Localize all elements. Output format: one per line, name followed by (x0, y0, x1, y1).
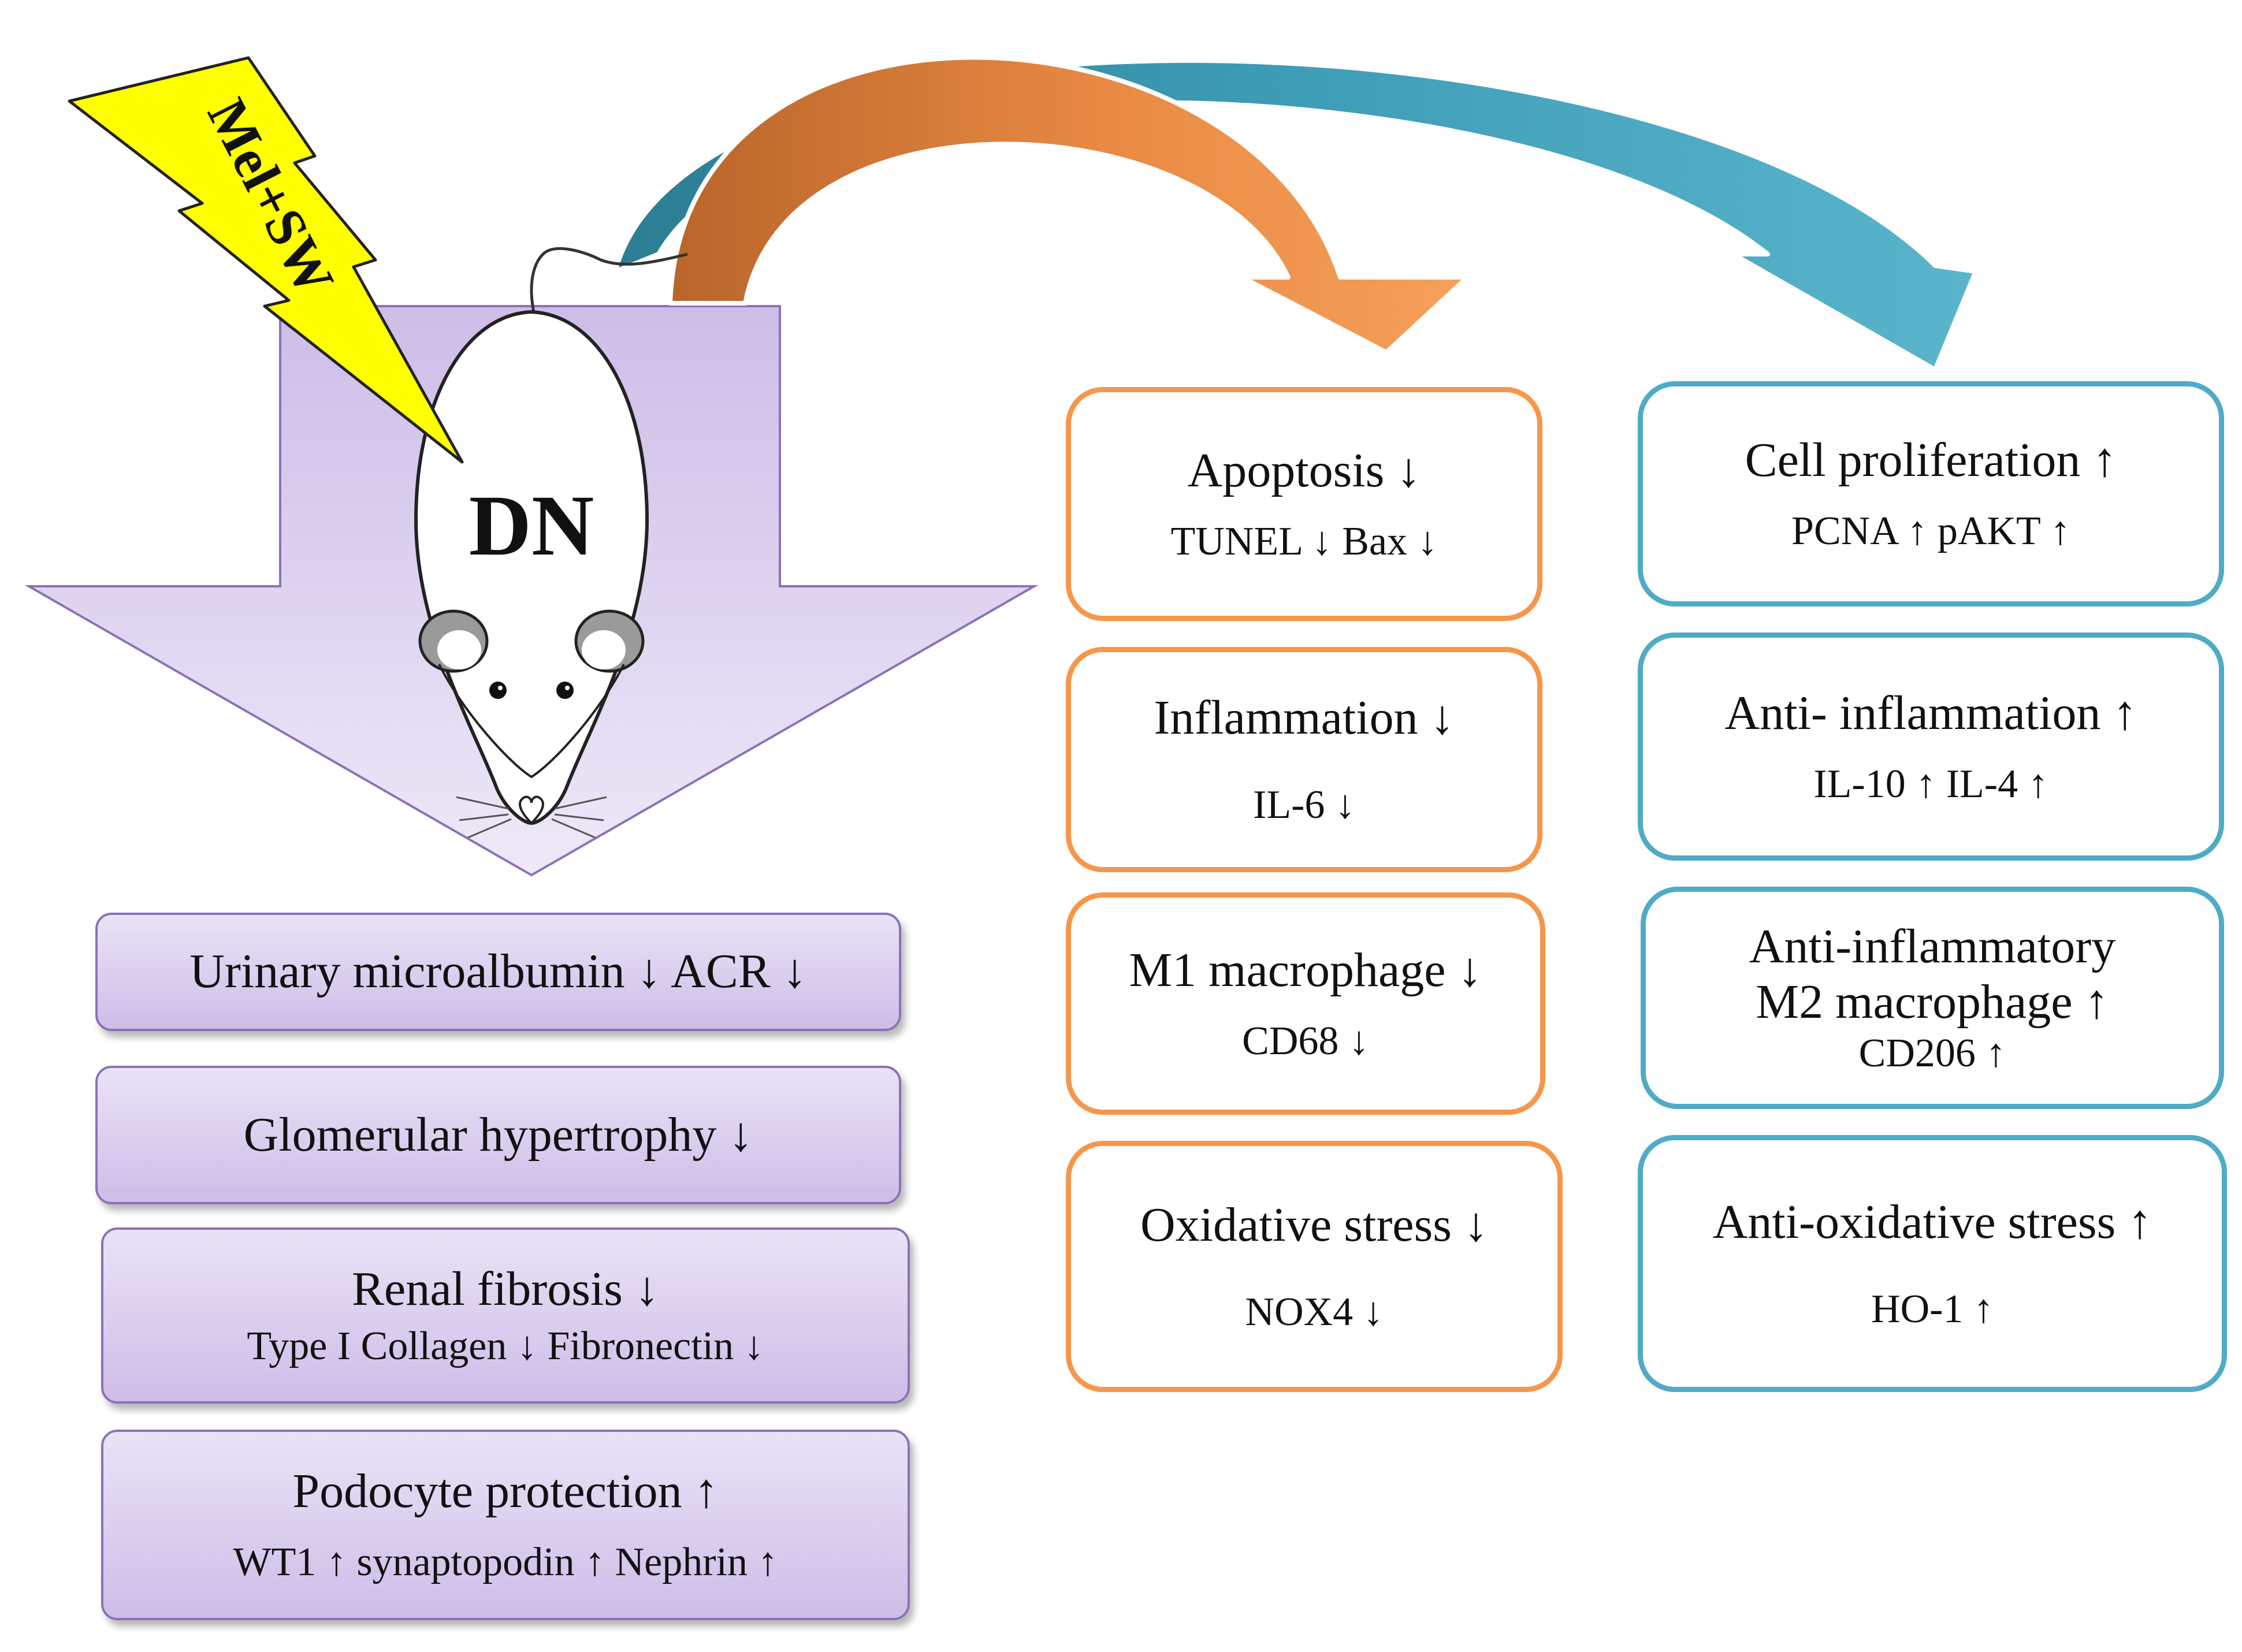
panel-podocyte-title: Podocyte protection ↑ (292, 1464, 719, 1519)
panel-m1-macrophage: M1 macrophage ↓ CD68 ↓ (1066, 892, 1545, 1115)
panel-apoptosis: Apoptosis ↓ TUNEL ↓ Bax ↓ (1066, 387, 1542, 621)
curved-arrow-decreased (668, 55, 1470, 355)
panel-m2-macrophage-title: Anti-inflammatory (1749, 919, 2116, 973)
panel-anti-inflammation-sub: IL-10 ↑ IL-4 ↑ (1813, 761, 2048, 806)
panel-anti-oxidative-stress: Anti-oxidative stress ↑ HO-1 ↑ (1638, 1135, 2227, 1392)
panel-m2-macrophage-title2: M2 macrophage ↑ (1756, 975, 2109, 1029)
panel-apoptosis-sub: TUNEL ↓ Bax ↓ (1170, 519, 1438, 564)
panel-renal-fibrosis: Renal fibrosis ↓ Type I Collagen ↓ Fibro… (101, 1227, 910, 1404)
panel-podocyte-sub: WT1 ↑ synaptopodin ↑ Nephrin ↑ (233, 1540, 778, 1585)
panel-oxidative-stress-title: Oxidative stress ↓ (1140, 1197, 1488, 1252)
panel-m2-macrophage-sub: CD206 ↑ (1858, 1030, 2006, 1076)
model-label: DN (469, 478, 594, 574)
panel-glomerular: Glomerular hypertrophy ↓ (95, 1066, 901, 1204)
panel-m1-macrophage-sub: CD68 ↓ (1242, 1018, 1369, 1063)
mouse-icon (414, 247, 688, 839)
panel-cell-proliferation-sub: PCNA ↑ pAKT ↑ (1791, 509, 2070, 554)
panel-cell-proliferation-title: Cell proliferation ↑ (1745, 433, 2117, 488)
panel-inflammation-title: Inflammation ↓ (1154, 691, 1455, 745)
panel-anti-oxidative-stress-title: Anti-oxidative stress ↑ (1712, 1195, 2152, 1249)
panel-anti-oxidative-stress-sub: HO-1 ↑ (1871, 1286, 1994, 1331)
panel-oxidative-stress: Oxidative stress ↓ NOX4 ↓ (1066, 1141, 1563, 1392)
panel-inflammation: Inflammation ↓ IL-6 ↓ (1066, 647, 1542, 872)
panel-inflammation-sub: IL-6 ↓ (1253, 783, 1355, 828)
panel-renal-fibrosis-sub: Type I Collagen ↓ Fibronectin ↓ (247, 1323, 764, 1368)
panel-podocyte: Podocyte protection ↑ WT1 ↑ synaptopodin… (101, 1430, 910, 1620)
panel-renal-fibrosis-title: Renal fibrosis ↓ (352, 1262, 659, 1316)
lightning-bolt-icon (68, 56, 464, 464)
panel-oxidative-stress-sub: NOX4 ↓ (1245, 1289, 1384, 1334)
panel-anti-inflammation-title: Anti- inflammation ↑ (1724, 686, 2137, 740)
panel-m1-macrophage-title: M1 macrophage ↓ (1129, 943, 1482, 997)
panel-urinary: Urinary microalbumin ↓ ACR ↓ (95, 913, 901, 1031)
panel-apoptosis-title: Apoptosis ↓ (1187, 443, 1421, 497)
panel-glomerular-title: Glomerular hypertrophy ↓ (243, 1107, 753, 1162)
panel-m2-macrophage: Anti-inflammatory M2 macrophage ↑ CD206 … (1641, 887, 2224, 1109)
panel-urinary-title: Urinary microalbumin ↓ ACR ↓ (189, 944, 807, 999)
panel-cell-proliferation: Cell proliferation ↑ PCNA ↑ pAKT ↑ (1638, 381, 2224, 607)
panel-anti-inflammation: Anti- inflammation ↑ IL-10 ↑ IL-4 ↑ (1638, 632, 2224, 861)
